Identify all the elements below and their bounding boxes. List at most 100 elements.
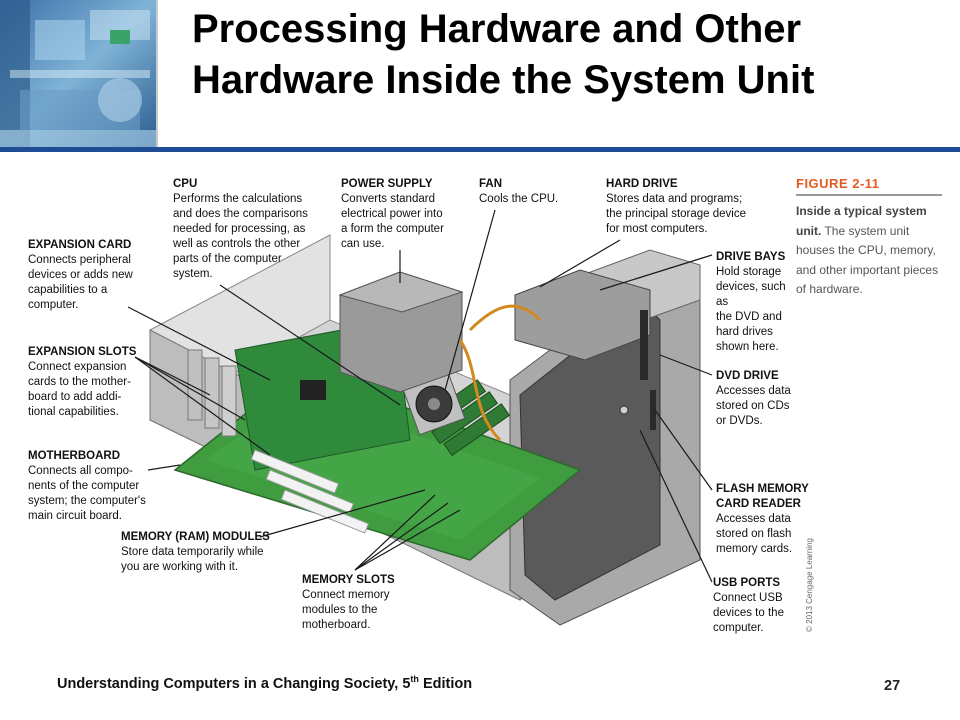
callout-description-line: hard drives	[716, 326, 773, 338]
callout-description-line: or DVDs.	[716, 415, 763, 427]
callout-description-line: motherboard.	[302, 619, 371, 631]
callout-description-line: Connects all compo-	[28, 465, 133, 477]
callout-description-line: and does the comparisons	[173, 208, 308, 220]
footer-superscript: th	[410, 674, 419, 684]
callout-drive-bays: DRIVE BAYS Hold storage devices, such as th…	[716, 250, 796, 355]
callout-fan: FAN Cools the CPU.	[479, 177, 589, 207]
callout-expansion-slots: EXPANSION SLOTS Connect expansion cards to…	[28, 345, 168, 420]
memory-slots-line-1	[354, 494, 436, 571]
callout-description-line: computer.	[28, 299, 79, 311]
callout-description-line: electrical power into	[341, 208, 443, 220]
callout-description-line: needed for processing, as	[173, 223, 306, 235]
callout-heading: CPU	[173, 178, 198, 190]
figure-caption: Inside a typical system unit. The system…	[796, 202, 942, 300]
callout-heading: USB PORTS	[713, 577, 781, 589]
footer-text: Understanding Computers in a Changing So…	[57, 674, 472, 692]
callout-usb-ports: USB PORTS Connect USB devices to the comput…	[713, 576, 803, 636]
callout-description-line: the principal storage device	[606, 208, 746, 220]
expansion-slot-2	[265, 469, 355, 514]
callout-description-line: can use.	[341, 238, 385, 250]
callout-heading: HARD DRIVE	[606, 178, 678, 190]
hard-drive	[514, 269, 651, 361]
title-underline-rule	[0, 147, 960, 152]
callout-memory-slots: MEMORY SLOTS Connect memory modules to the…	[302, 573, 402, 633]
expansion-slot-1	[250, 449, 340, 494]
callout-heading: MEMORY SLOTS	[302, 574, 395, 586]
callout-description-line: Connects peripheral	[28, 254, 131, 266]
callout-motherboard: MOTHERBOARD Connects all compo-nents of t…	[28, 449, 168, 524]
callout-heading: CARD READER	[716, 498, 801, 510]
callout-memory-modules: MEMORY (RAM) MODULES Store data temporari…	[121, 530, 281, 575]
callout-description-line: Hold storage	[716, 266, 782, 278]
callout-description-line: capabilities to a	[28, 284, 108, 296]
callout-description-line: the DVD and	[716, 311, 782, 323]
callout-description-line: shown here.	[716, 341, 779, 353]
callout-description-line: Cools the CPU.	[479, 193, 559, 205]
front-button	[619, 405, 629, 415]
memory-modules-line	[259, 489, 426, 538]
callout-description-line: stored on flash	[716, 528, 792, 540]
callout-description-line: stored on CDs	[716, 400, 790, 412]
memory-slots-line-3	[354, 509, 461, 571]
callout-description-line: cards to the mother-	[28, 376, 131, 388]
figure-caption-lead: Inside a typical system unit.	[796, 204, 927, 238]
callout-description-line: devices or adds new	[28, 269, 133, 281]
figure-credit: © 2013 Cengage Learning	[805, 538, 814, 632]
callout-description-line: devices, such as	[716, 281, 786, 308]
footer-suffix: Edition	[418, 675, 473, 692]
expansion-bracket-3	[221, 365, 237, 437]
dvd-drive-line	[659, 354, 713, 376]
callout-heading: EXPANSION SLOTS	[28, 346, 137, 358]
expansion-slots-line-2	[134, 356, 246, 421]
memory-module-3	[443, 403, 511, 457]
motherboard-line	[147, 464, 181, 471]
callout-description-line: you are working with it.	[121, 561, 238, 573]
callout-description-line: system.	[173, 268, 213, 280]
expansion-card-chip	[300, 380, 326, 400]
callout-description-line: Connect memory	[302, 589, 390, 601]
callout-hard-drive: HARD DRIVE Stores data and programs; the p…	[606, 177, 786, 237]
drive-bays-line	[599, 254, 713, 291]
callout-description-line: modules to the	[302, 604, 378, 616]
usb-ports-line	[639, 429, 713, 583]
memory-slots-line-2	[354, 502, 449, 571]
expansion-slot-3	[280, 489, 370, 534]
callout-heading: MEMORY (RAM) MODULES	[121, 531, 270, 543]
callout-description-line: Accesses data	[716, 385, 791, 397]
callout-lines	[127, 209, 713, 583]
header-thumbnail-image	[0, 0, 156, 148]
callout-description-line: Connect expansion	[28, 361, 127, 373]
callout-heading: DRIVE BAYS	[716, 251, 786, 263]
card-reader-slot	[650, 390, 656, 430]
callout-description-line: Stores data and programs;	[606, 193, 743, 205]
power-cables	[458, 304, 542, 442]
callout-description-line: a form the computer	[341, 223, 444, 235]
fan-line	[444, 209, 496, 391]
callout-heading: EXPANSION CARD	[28, 239, 132, 251]
callout-description-line: computer.	[713, 622, 764, 634]
flash-reader-line	[654, 409, 713, 491]
expansion-slots-line-1	[134, 356, 211, 396]
callout-description-line: Performs the calculations	[173, 193, 303, 205]
callout-description-line: nents of the computer	[28, 480, 140, 492]
header-divider	[156, 0, 158, 148]
callout-description-line: devices to the	[713, 607, 784, 619]
callout-heading: FAN	[479, 178, 502, 190]
figure-caption-box: FIGURE 2-11 Inside a typical system unit…	[796, 176, 942, 300]
callout-heading: MOTHERBOARD	[28, 450, 120, 462]
expansion-slots-line-3	[134, 356, 271, 456]
power-supply-top	[338, 271, 464, 313]
callout-description-line: Connect USB	[713, 592, 783, 604]
footer-prefix: Understanding Computers in a Changing So…	[57, 675, 411, 692]
callout-cpu: CPU Performs the calculations and does the…	[173, 177, 343, 282]
callout-description-line: well as controls the other	[173, 238, 301, 250]
hard-drive-line	[539, 239, 621, 288]
figure-number: FIGURE 2-11	[796, 176, 942, 196]
callout-heading: POWER SUPPLY	[341, 178, 433, 190]
callout-expansion-card: EXPANSION CARD Connects peripheral devices…	[28, 238, 168, 313]
callout-description-line: system; the computer's	[28, 495, 146, 507]
figure-caption-text: The system unit houses the CPU, memory, …	[796, 223, 939, 297]
callout-description-line: Store data temporarily while	[121, 546, 264, 558]
callout-description-line: Accesses data	[716, 513, 791, 525]
